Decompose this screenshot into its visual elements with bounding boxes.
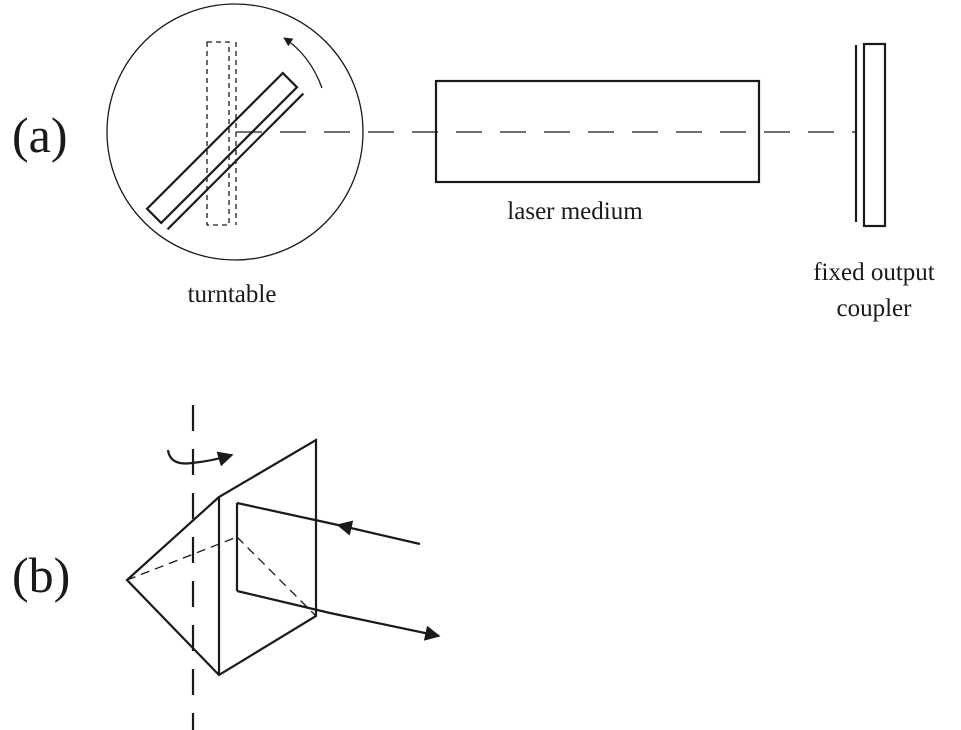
- coupler-label-line1: fixed output: [813, 259, 935, 286]
- corner-prism: [125, 438, 318, 677]
- turntable-label: turntable: [188, 281, 277, 308]
- turntable: [106, 3, 364, 261]
- grating-surface-line: [166, 92, 305, 231]
- prism-hidden-edge-3: [236, 536, 317, 617]
- panel-b-label: (b): [12, 547, 70, 603]
- incoming-beam: [336, 520, 421, 546]
- prism-outline: [125, 438, 318, 677]
- rotated-grating: [145, 71, 305, 231]
- coupler-substrate: [862, 42, 887, 228]
- turntable-circle: [106, 3, 364, 261]
- output-coupler: [854, 42, 887, 228]
- laser-medium-label: laser medium: [507, 198, 643, 225]
- rotation-arrow: [283, 37, 323, 89]
- grating-reference-outline: [206, 41, 230, 226]
- prism-hidden-edge-1: [126, 536, 238, 581]
- incoming-beam-inner: [236, 501, 339, 527]
- laser-medium: [434, 79, 761, 184]
- outgoing-beam-inner: [236, 589, 331, 615]
- panel-b: (b): [12, 405, 441, 730]
- outgoing-beam: [329, 611, 441, 641]
- axis-rotation-arrow: [166, 449, 234, 467]
- panel-a: (a) turntable laser medium fixed out: [12, 3, 935, 322]
- grating-body: [145, 71, 299, 225]
- coupler-label-line2: coupler: [837, 295, 913, 322]
- panel-a-label: (a): [12, 107, 68, 163]
